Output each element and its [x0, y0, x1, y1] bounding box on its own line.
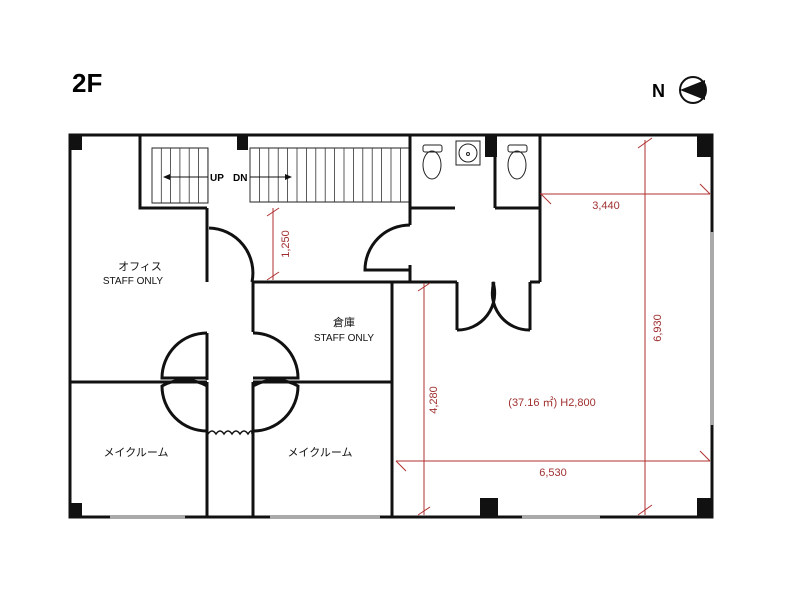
stairs-up-label: UP [210, 173, 224, 184]
curtain [207, 430, 253, 436]
north-compass-icon: N [652, 76, 707, 104]
office-note: STAFF ONLY [103, 276, 164, 287]
dim-hall-left-depth: 4,280 [428, 386, 440, 414]
doors [160, 223, 531, 436]
storage-name: 倉庫 [333, 315, 355, 329]
office-name: オフィス [118, 260, 162, 273]
dim-hall-width: 6,530 [539, 467, 567, 479]
storage-note: STAFF ONLY [314, 333, 375, 344]
dim-hall-depth: 6,930 [652, 314, 664, 342]
interior-walls [70, 135, 542, 517]
sink-icon [455, 140, 481, 166]
toilet-icon [507, 144, 528, 180]
svg-text:N: N [652, 81, 665, 101]
makeroom-right-name: メイクルーム [287, 446, 352, 459]
toilet-icon [422, 144, 443, 180]
dim-hall-upper-width: 3,440 [592, 200, 620, 212]
makeroom-left-name: メイクルーム [103, 446, 168, 459]
stairs: UP DN [138, 135, 411, 210]
floor-label: 2F [72, 68, 102, 98]
dimension-lines [266, 137, 711, 516]
dim-corridor: 1,250 [280, 230, 292, 258]
stairs-down-label: DN [233, 173, 247, 184]
hall-area-label: (37.16 ㎡) H2,800 [508, 396, 595, 409]
